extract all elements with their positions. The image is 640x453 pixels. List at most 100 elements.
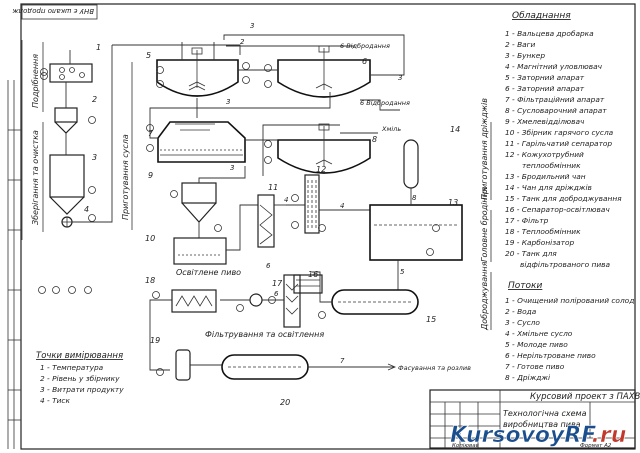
legend-cp-item: 3 - Витрати продукту — [40, 385, 124, 394]
legend-cp-item: 2 - Рівень у збірнику — [40, 374, 120, 383]
title-block: Курсовий проект з ПАХВ Технологічна схем… — [429, 389, 640, 449]
stream-mark-3: 3 — [250, 22, 254, 30]
legend-eq-item: 9 - Хмелевідділювач — [505, 117, 585, 126]
equipment-4-magnetic-trap — [61, 44, 241, 228]
legend-eq-item: 7 - Фільтраційний апарат — [505, 95, 605, 104]
label-clarified-beer: Освітлене пиво — [176, 268, 241, 277]
stream-mark-4: 4 — [284, 196, 288, 204]
eq-num-10: 10 — [145, 234, 155, 243]
equipment-10-hot-wort-tank — [173, 204, 258, 265]
legend-stream-item: 2 - Вода — [505, 307, 537, 316]
title-block-drawing-line1: Технологічна схема — [503, 409, 587, 418]
section-grinding: Подрібнення — [31, 54, 40, 108]
watermark-text: KursovoyRF.ru — [450, 423, 626, 448]
legend-eq-item: 12 - Кожухотрубний — [505, 150, 584, 159]
top-stamp-text: ВНУ є шкало продолж — [12, 7, 94, 15]
equipment-1-roller-mill — [49, 50, 93, 83]
equipment-3-bunker — [49, 133, 85, 215]
eq-num-4: 4 — [84, 205, 89, 214]
legend-eq-item: теплообмінник — [522, 161, 581, 170]
eq-num-8: 8 — [372, 135, 377, 144]
top-stamp-box — [21, 4, 98, 20]
eq-num-18: 18 — [145, 276, 155, 285]
legend-cp-item: 1 - Температура — [40, 363, 104, 372]
eq-num-2: 2 — [92, 95, 97, 104]
legend-stream-item: 8 - Дріжджі — [505, 373, 551, 382]
stream-mark-3c: 3 — [226, 98, 230, 106]
stream-mark-4b: 4 — [340, 202, 344, 210]
flow-label-hops: Хміль — [381, 125, 401, 133]
section-secondary-ferm: Доброджування — [480, 261, 489, 331]
flow-label-fermentation-2: 6 Відбродання — [360, 99, 410, 107]
legend-equipment-heading: Обладнання — [512, 11, 571, 21]
eq-num-14: 14 — [450, 125, 460, 134]
legend-eq-item: 16 - Сепаратор-освітлювач — [505, 205, 610, 214]
equipment-11-plate-separator — [257, 194, 286, 248]
label-filtration: Фільтрування та освітлення — [205, 330, 324, 339]
eq-num-3: 3 — [92, 153, 97, 162]
legend-cp-item: 4 - Тиск — [40, 396, 70, 405]
eq-num-17: 17 — [272, 279, 283, 288]
section-wort: Приготування сусла — [121, 134, 130, 220]
legend-streams: Потоки 1 - Очищений полірований солод 2 … — [505, 281, 634, 382]
stream-marks: 3 2 3 3 3 4 4 8 5 6 6 7 — [226, 22, 417, 365]
legend-equipment: Обладнання 1 - Вальцева дробарка 2 - Ваг… — [505, 11, 622, 269]
equipment-9-hop-separator — [181, 166, 246, 238]
legend-eq-item: 2 - Ваги — [505, 40, 536, 49]
equipment-13-fermentation-vat — [369, 204, 463, 290]
equipment-number-labels: 1 2 3 4 5 6 7 8 9 10 11 12 13 14 15 16 1… — [84, 43, 460, 407]
section-yeast: Приготування дріжджів — [480, 98, 489, 200]
legend-eq-item: 14 - Чан для дріжджів — [505, 183, 592, 192]
equipment-14-yeast-tank — [403, 139, 419, 205]
section-main-ferm: Головне бродіння — [480, 187, 489, 262]
legend-stream-item: 4 - Хмільне сусло — [505, 329, 573, 338]
equipment-15-secondary-tank — [312, 271, 419, 315]
stream-mark-8: 8 — [412, 194, 417, 202]
eq-num-6: 6 — [362, 57, 367, 66]
equipment-7-lauter-tun — [149, 92, 331, 163]
legend-eq-item: 6 - Заторний апарат — [505, 84, 585, 93]
eq-num-15: 15 — [426, 315, 436, 324]
legend-stream-item: 1 - Очищений полірований солод — [505, 296, 634, 305]
equipment-5-mash-tun — [156, 42, 239, 97]
legend-stream-item: 5 - Молоде пиво — [505, 340, 568, 349]
stream-mark-5: 5 — [400, 268, 405, 276]
legend-cp-heading: Точки вимірювання — [36, 351, 123, 361]
flow-label-bottling: Фасування та розлив — [398, 364, 471, 372]
legend-eq-item: 18 - Теплообмінник — [505, 227, 581, 236]
watermark-part2: .ru — [591, 423, 626, 448]
legend-control-points: Точки вимірювання 1 - Температура 2 - Рі… — [36, 351, 124, 405]
eq-num-16: 16 — [308, 270, 318, 279]
eq-num-13: 13 — [448, 198, 458, 207]
eq-num-5: 5 — [146, 51, 151, 60]
legend-eq-item: 4 - Магнітний уловлювач — [505, 62, 603, 71]
watermark: KursovoyRF.ru — [450, 423, 627, 449]
legend-eq-item: 13 - Бродильний чан — [505, 172, 586, 181]
equipment-12-shell-tube-exchanger — [286, 174, 370, 234]
eq-num-1: 1 — [96, 43, 101, 52]
measurement-points — [38, 62, 440, 376]
flow-label-fermentation-1: 6 Відбродання — [340, 42, 390, 50]
title-block-footer-left: Копіював — [452, 443, 479, 449]
legend-eq-item: 8 - Сусловарочний апарат — [505, 106, 607, 115]
legend-stream-item: 7 - Готове пиво — [505, 362, 565, 371]
equipment-18-heat-exchanger — [149, 289, 217, 371]
sheet-border — [20, 3, 636, 450]
legend-eq-item: 20 - Танк для — [505, 249, 557, 258]
legend-eq-item: 5 - Заторний апарат — [505, 73, 585, 82]
legend-eq-item: 15 - Танк для доброджування — [505, 194, 622, 203]
equipment-17-filter — [262, 274, 301, 328]
stream-mark-7: 7 — [340, 357, 345, 365]
equipment-19-carbonator — [175, 349, 222, 381]
eq-num-9: 9 — [148, 171, 153, 180]
section-storage: Зберігання та очистка — [31, 130, 40, 225]
stream-mark-3b: 3 — [398, 74, 402, 82]
stream-mark-2: 2 — [240, 38, 245, 46]
legend-stream-item: 6 - Нерільтроване пиво — [505, 351, 596, 360]
equipment-8-wort-kettle — [245, 99, 400, 176]
stream-mark-6: 6 — [266, 262, 271, 270]
binding-strip-cells — [8, 129, 21, 421]
legend-eq-item: 17 - Фільтр — [505, 216, 549, 225]
